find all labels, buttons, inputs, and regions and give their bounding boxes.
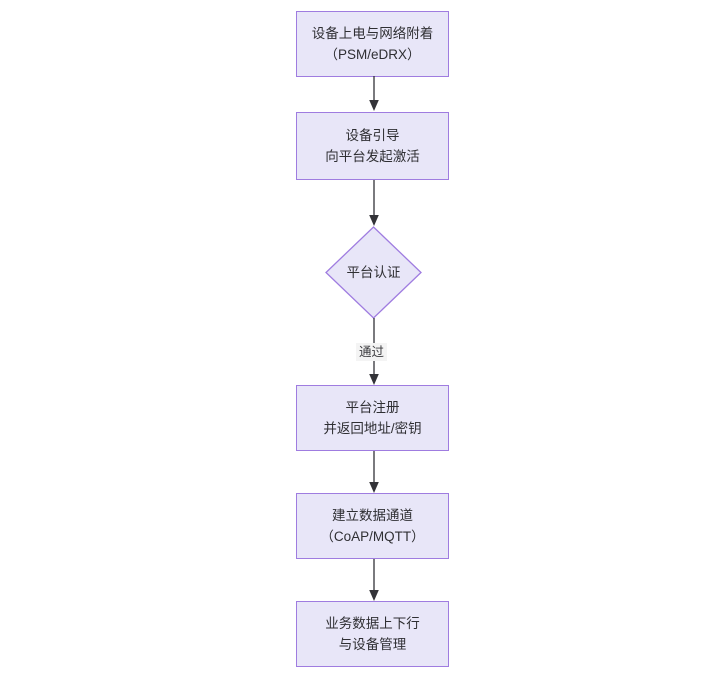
flow-edge-n4-n5 [357, 451, 391, 494]
node-text-line: 设备引导 [345, 128, 400, 143]
node-text-line: （CoAP/MQTT） [320, 529, 425, 544]
node-text-line: 设备上电与网络附着 [311, 26, 434, 41]
node-text-line: 平台认证 [346, 265, 401, 280]
flow-node-platform-auth-decision[interactable]: 平台认证 [325, 226, 422, 319]
flow-node-device-power-on[interactable]: 设备上电与网络附着 （PSM/eDRX） [296, 11, 449, 77]
flow-edge-label-pass: 通过 [356, 343, 388, 361]
node-text-line: 建立数据通道 [332, 508, 413, 523]
flow-node-device-bootstrap[interactable]: 设备引导 向平台发起激活 [296, 112, 449, 180]
flow-edge-n1-n2 [357, 76, 391, 112]
node-text-line: 与设备管理 [338, 637, 407, 652]
flow-node-data-channel[interactable]: 建立数据通道 （CoAP/MQTT） [296, 493, 449, 559]
flow-node-platform-register[interactable]: 平台注册 并返回地址/密钥 [296, 385, 449, 451]
node-text-line: 向平台发起激活 [325, 149, 420, 164]
node-text-line: 并返回地址/密钥 [323, 421, 422, 436]
flow-node-business-data[interactable]: 业务数据上下行 与设备管理 [296, 601, 449, 667]
node-text-line: 业务数据上下行 [325, 616, 420, 631]
node-text-line: （PSM/eDRX） [324, 47, 421, 62]
flow-edge-n2-n3 [357, 180, 391, 227]
node-text-line: 平台注册 [345, 400, 400, 415]
flow-edge-n5-n6 [357, 559, 391, 602]
